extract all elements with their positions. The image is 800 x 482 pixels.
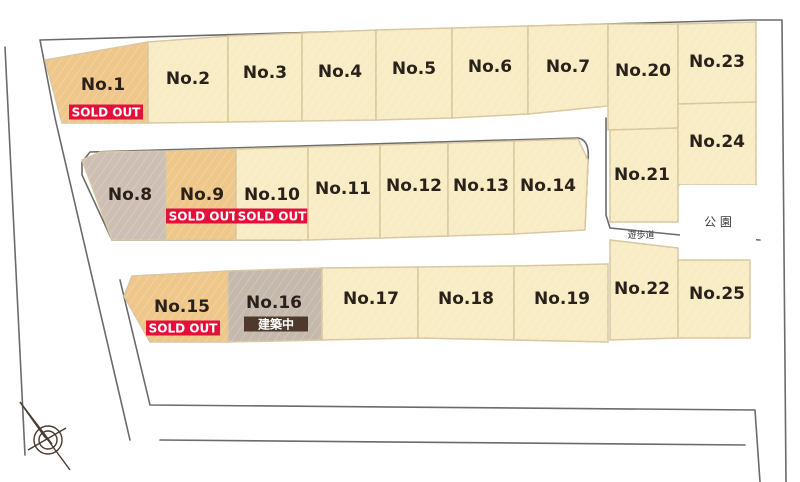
lot-22-texture — [610, 240, 678, 340]
lot-20-label: No.20 — [615, 61, 671, 81]
walkway-label: 遊歩道 — [627, 229, 654, 241]
lot-19-texture — [514, 264, 608, 342]
lot-25-label: No.25 — [689, 284, 745, 304]
lot-23-label: No.23 — [689, 52, 745, 72]
park-area: 公 園 — [680, 185, 756, 257]
lot-6[interactable]: No.6 — [451, 25, 529, 119]
lot-20[interactable]: No.20 — [607, 23, 679, 131]
sold-out-badge-text: SOLD OUT — [72, 106, 142, 120]
lot-14[interactable]: No.14 — [513, 138, 589, 235]
lot-5-label: No.5 — [392, 59, 436, 79]
compass-rose-icon — [19, 401, 71, 471]
lot-19-label: No.19 — [534, 289, 590, 309]
lot-11-label: No.11 — [315, 179, 371, 199]
lot-8[interactable]: No.8 — [81, 150, 167, 241]
lot-18-label: No.18 — [438, 289, 494, 309]
sold-out-badge-text: SOLD OUT — [238, 210, 308, 224]
lot-17-label: No.17 — [343, 289, 399, 309]
lot-2-label: No.2 — [166, 69, 210, 89]
lot-7-texture — [528, 24, 608, 114]
lot-13[interactable]: No.13 — [447, 140, 515, 237]
lot-12[interactable]: No.12 — [379, 142, 449, 239]
lot-13-texture — [448, 141, 514, 236]
sold-out-badge — [146, 320, 220, 336]
lot-19[interactable]: No.19 — [513, 263, 609, 343]
lot-23[interactable]: No.23 — [677, 21, 757, 105]
lot-2[interactable]: No.2 — [147, 35, 229, 124]
sold-out-badge — [235, 208, 309, 224]
lot-23-texture — [678, 22, 756, 104]
lot-21-label: No.21 — [614, 165, 670, 185]
lot-25[interactable]: No.25 — [677, 259, 751, 339]
lot-22-label: No.22 — [614, 279, 670, 299]
lot-12-texture — [380, 143, 448, 238]
lot-4-texture — [302, 30, 376, 121]
lot-7[interactable]: No.7 — [527, 23, 609, 115]
lot-24-texture — [678, 102, 756, 185]
lot-11[interactable]: No.11 — [307, 144, 381, 241]
outer-boundary — [4, 19, 787, 482]
lot-18[interactable]: No.18 — [417, 265, 515, 341]
lot-4-label: No.4 — [318, 62, 362, 82]
lot-5[interactable]: No.5 — [375, 27, 453, 121]
lot-22[interactable]: No.22 — [609, 239, 679, 341]
lot-15-label: No.15 — [154, 297, 210, 317]
lot-13-label: No.13 — [453, 176, 509, 196]
lot-14-texture — [514, 139, 588, 234]
sold-out-badge — [69, 104, 143, 120]
lot-10-label: No.10 — [244, 185, 300, 205]
lot-4[interactable]: No.4 — [301, 29, 377, 122]
lot-18-texture — [418, 266, 514, 340]
lot-14-label: No.14 — [520, 176, 576, 196]
lot-1-texture — [45, 42, 148, 123]
lot-17[interactable]: No.17 — [321, 266, 419, 341]
lot-12-label: No.12 — [386, 176, 442, 196]
lot-16[interactable]: No.16 建築中 — [227, 267, 323, 343]
sold-out-badge-text: SOLD OUT — [149, 322, 219, 336]
lot-6-texture — [452, 26, 528, 118]
lot-24-label: No.24 — [689, 132, 745, 152]
lot-5-texture — [376, 28, 452, 120]
sold-out-badge — [166, 208, 240, 224]
sold-out-badge-text: SOLD OUT — [169, 210, 239, 224]
lot-21-texture — [610, 128, 678, 222]
lot-20-texture — [608, 24, 678, 130]
lot-24[interactable]: No.24 — [677, 101, 757, 186]
construction-badge-text: 建築中 — [257, 317, 294, 332]
lot-25-texture — [678, 260, 750, 338]
lot-3-label: No.3 — [243, 63, 287, 83]
lot-9-label: No.9 — [180, 185, 224, 205]
lot-16-label: No.16 — [246, 293, 302, 313]
lot-3[interactable]: No.3 — [227, 32, 303, 123]
lot-7-label: No.7 — [546, 57, 590, 77]
lot-3-texture — [228, 33, 302, 122]
park-label: 公 園 — [704, 215, 732, 229]
lot-1-label: No.1 — [81, 75, 125, 95]
lot-2-texture — [148, 36, 228, 123]
south-road — [119, 279, 761, 482]
lot-17-texture — [322, 267, 418, 340]
construction-badge — [244, 316, 308, 332]
lot-21[interactable]: No.21 — [609, 127, 679, 223]
lot-11-texture — [308, 145, 380, 240]
lot-6-label: No.6 — [468, 57, 512, 77]
lot-8-texture — [82, 151, 166, 240]
lot-8-label: No.8 — [108, 185, 152, 205]
